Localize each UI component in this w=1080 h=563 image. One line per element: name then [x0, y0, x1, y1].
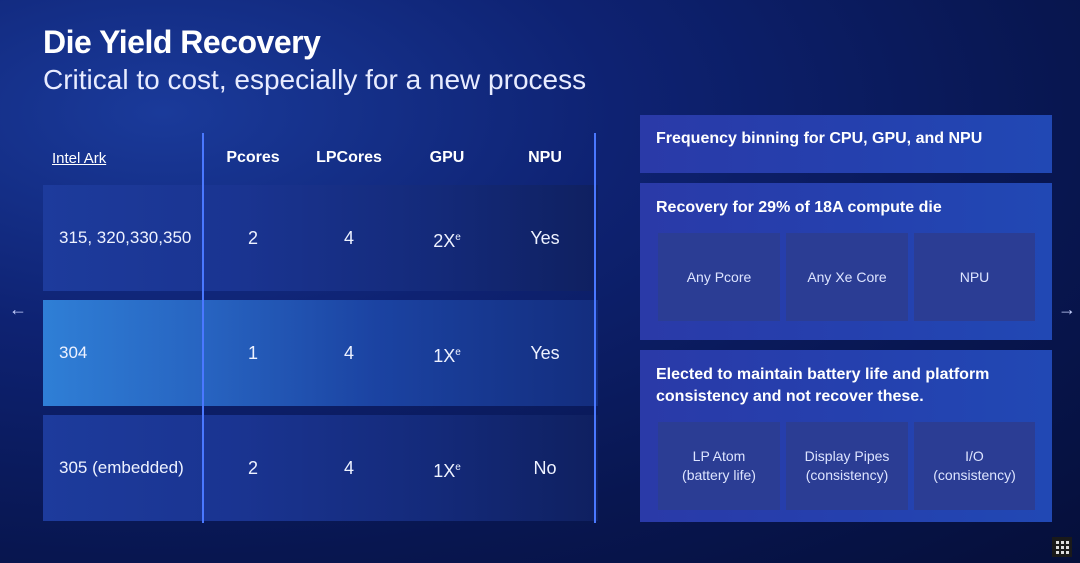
cell-sku: 304: [59, 343, 88, 362]
cell-sku: 305 (embedded): [59, 458, 184, 477]
cell-gpu-sup: e: [455, 462, 461, 473]
not-recovered-title-line1: Elected to maintain battery life and pla…: [656, 366, 990, 383]
column-divider-right: [594, 133, 596, 523]
cell-gpu-value: 1X: [433, 346, 456, 366]
recovery-item-npu: NPU: [914, 233, 1035, 321]
header-lpcores: LPCores: [316, 149, 382, 166]
cell-lpcores: 4: [343, 228, 354, 248]
cell-gpu-value: 1X: [433, 461, 456, 481]
sku-table: Intel Ark Pcores LPCores GPU NPU 315, 32…: [43, 133, 598, 525]
item-line2: (consistency): [805, 467, 889, 483]
cell-npu: No: [533, 458, 557, 478]
cell-pcores: 2: [247, 458, 258, 478]
cell-gpu: 1Xe: [397, 300, 497, 406]
cell-lpcores: 4: [343, 458, 354, 478]
cell-gpu-sup: e: [455, 347, 461, 358]
cell-sku: 315, 320,330,350: [59, 228, 192, 247]
not-recovered-panel-title: Elected to maintain battery life and pla…: [656, 364, 989, 408]
slide-subtitle: Critical to cost, especially for a new p…: [43, 64, 587, 95]
recovery-item-xe-core: Any Xe Core: [786, 233, 908, 321]
binning-panel: Frequency binning for CPU, GPU, and NPU: [640, 115, 1052, 173]
binning-panel-title: Frequency binning for CPU, GPU, and NPU: [656, 130, 983, 147]
header-pcores: Pcores: [226, 149, 280, 166]
item-line1: I/O: [965, 448, 984, 464]
not-recovered-item-display-pipes: Display Pipes (consistency): [786, 422, 908, 510]
recovery-panel-title: Recovery for 29% of 18A compute die: [656, 199, 942, 216]
cell-gpu-sup: e: [455, 232, 461, 243]
grid-menu-icon[interactable]: [1052, 537, 1072, 557]
cell-npu: Yes: [530, 343, 560, 363]
table-row: 305 (embedded) 2 4 1Xe No: [43, 415, 598, 521]
cell-gpu: 1Xe: [397, 415, 497, 521]
column-divider-left: [202, 133, 204, 523]
table-row: 315, 320,330,350 2 4 2Xe Yes: [43, 185, 598, 291]
table-row-highlighted: 304 1 4 1Xe Yes: [43, 300, 598, 406]
cell-gpu-value: 2X: [433, 231, 456, 251]
item-line2: (battery life): [682, 467, 756, 483]
not-recovered-item-lp-atom: LP Atom (battery life): [658, 422, 780, 510]
item-line2: (consistency): [933, 467, 1016, 483]
not-recovered-item-io: I/O (consistency): [914, 422, 1035, 510]
not-recovered-title-line2: consistency and not recover these.: [656, 388, 924, 405]
arrow-right-icon[interactable]: →: [1058, 299, 1076, 319]
cell-pcores: 1: [247, 343, 258, 363]
table-header-row: Intel Ark Pcores LPCores GPU NPU: [43, 133, 598, 185]
item-line1: Display Pipes: [804, 448, 890, 464]
arrow-left-icon[interactable]: ←: [9, 299, 27, 319]
cell-lpcores: 4: [343, 343, 354, 363]
header-gpu: GPU: [429, 149, 465, 166]
not-recovered-panel: Elected to maintain battery life and pla…: [640, 350, 1052, 522]
cell-pcores: 2: [247, 228, 258, 248]
header-npu: NPU: [528, 149, 562, 166]
item-line1: LP Atom: [692, 448, 746, 464]
recovery-panel: Recovery for 29% of 18A compute die Any …: [640, 183, 1052, 340]
cell-gpu: 2Xe: [397, 185, 497, 291]
slide-title: Die Yield Recovery: [43, 24, 321, 60]
recovery-item-pcore: Any Pcore: [658, 233, 780, 321]
cell-npu: Yes: [530, 228, 560, 248]
header-intel-ark-link[interactable]: Intel Ark: [52, 150, 107, 167]
